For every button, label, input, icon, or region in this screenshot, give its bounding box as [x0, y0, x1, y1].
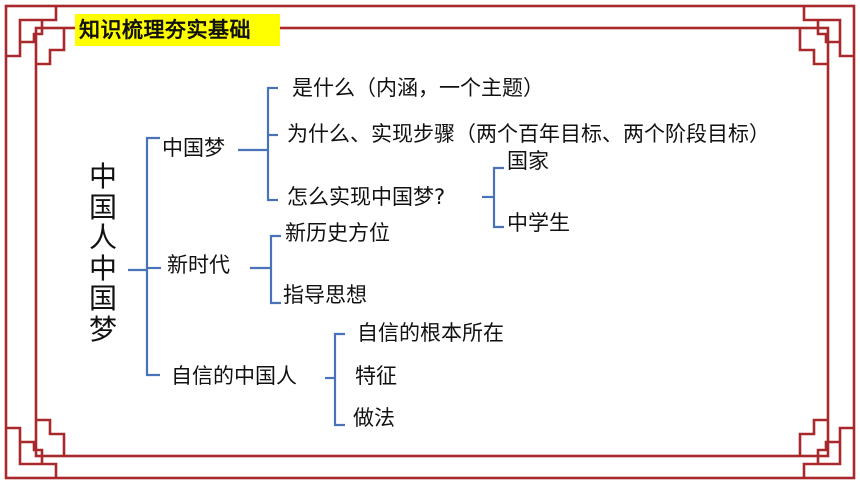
- item-characteristics: 特征: [355, 364, 397, 388]
- title-highlight: [75, 14, 280, 46]
- item-root-of-confidence: 自信的根本所在: [357, 321, 504, 345]
- root-char: 国: [88, 190, 117, 224]
- item-practice: 做法: [353, 406, 395, 430]
- root-char: 人: [88, 221, 117, 254]
- page-title: 知识梳理夯实基础: [79, 18, 251, 42]
- root-char: 中: [88, 160, 117, 193]
- item-how-realize: 怎么实现中国梦?: [287, 185, 446, 209]
- item-country: 国家: [507, 149, 549, 173]
- item-why-steps: 为什么、实现步骤（两个百年目标、两个阶段目标）: [287, 122, 770, 146]
- root-char: 国: [88, 282, 117, 315]
- item-what-is: 是什么（内涵，一个主题）: [292, 76, 544, 100]
- root-char: 梦: [88, 312, 117, 346]
- branch-confident-chinese: 自信的中国人: [171, 364, 297, 388]
- root-char: 中: [88, 251, 117, 285]
- item-middle-school-student: 中学生: [507, 211, 570, 235]
- item-guiding-thought: 指导思想: [283, 283, 367, 307]
- root-node: 中 国 人 中 国 梦: [86, 160, 120, 346]
- branch-new-era: 新时代: [167, 253, 230, 277]
- item-new-historic-position: 新历史方位: [285, 221, 390, 245]
- branch-chinese-dream: 中国梦: [162, 136, 225, 160]
